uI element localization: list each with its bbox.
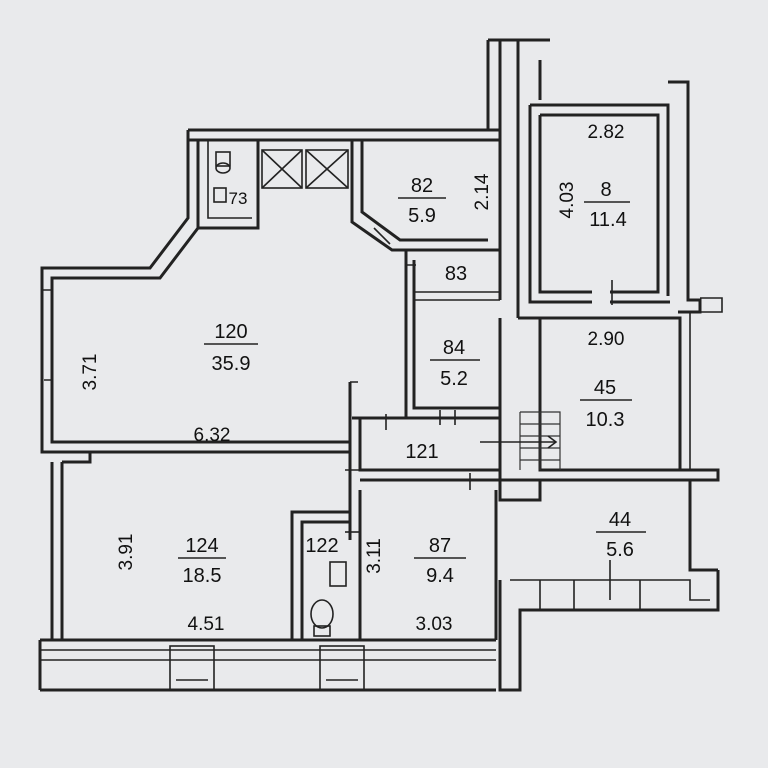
bathroom-toilet-icon [310,599,334,637]
dimension-6-32: 6.32 [194,425,231,446]
dimension-4-03: 4.03 [557,182,578,219]
room-73-number: 73 [229,189,248,208]
dimension-2-82: 2.82 [588,122,625,143]
room-82-area: 5.9 [408,205,436,227]
room-121-number: 121 [405,441,438,463]
room-84-number: 84 [443,337,465,359]
toilet-icon [215,151,231,174]
room-122-label: 122 [305,535,338,557]
dimension-3-91: 3.91 [116,534,137,571]
room-122-number: 122 [305,535,338,557]
room-45-area: 10.3 [586,409,625,431]
room-82-label: 82 5.9 [398,175,446,227]
room-87-area: 9.4 [426,565,454,587]
room-124-area: 18.5 [183,565,222,587]
room-121-label: 121 [405,441,438,463]
room-83-number: 83 [445,263,467,285]
room-124-label: 124 18.5 [178,535,226,587]
room-8-area: 11.4 [589,209,626,231]
stairs-icon [519,411,561,470]
bathroom-sink-icon [329,561,347,587]
room-8-label: 8 11.4 [584,179,630,231]
entry-arrow-icon [480,435,558,449]
room-83-label: 83 [445,263,467,285]
room-84-area: 5.2 [440,368,468,390]
dimension-2-90: 2.90 [588,329,625,350]
room-84-label: 84 5.2 [430,337,480,390]
room-120-area: 35.9 [212,353,251,375]
room-82-number: 82 [411,175,433,197]
room-45-number: 45 [594,377,616,399]
room-120-label: 120 35.9 [204,321,258,375]
room-87-number: 87 [429,535,451,557]
room-87-label: 87 9.4 [414,535,466,587]
sink-icon [213,187,227,203]
dimension-3-11: 3.11 [364,538,385,574]
dimension-3-03: 3.03 [416,614,453,635]
door-markers [42,227,613,600]
room-44-area: 5.6 [606,539,634,561]
room-44-label: 44 5.6 [596,509,646,561]
room-45-label: 45 10.3 [580,377,632,431]
dimension-2-14: 2.14 [472,173,493,210]
room-44-number: 44 [609,509,631,531]
room-8-number: 8 [600,179,611,201]
walls [38,38,723,692]
room-120-number: 120 [214,321,247,343]
dimension-4-51: 4.51 [188,614,225,635]
room-124-number: 124 [185,535,218,557]
dimension-3-71: 3.71 [80,354,101,391]
room-73-label: 73 [229,189,248,208]
